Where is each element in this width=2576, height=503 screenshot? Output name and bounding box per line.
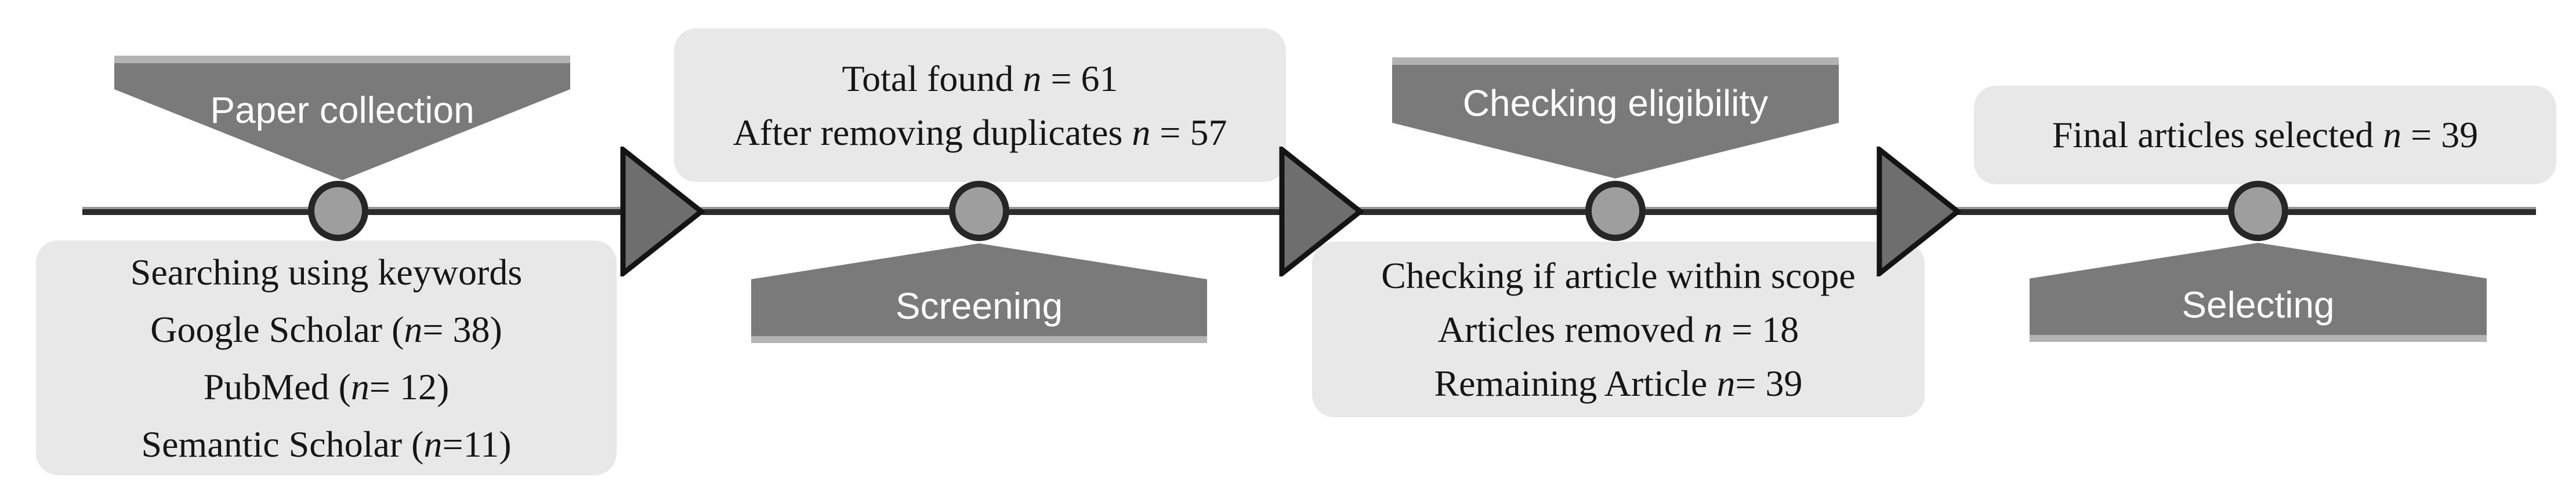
note-line: Semantic Scholar (n=11) — [141, 423, 512, 465]
timeline-node-checking-eligibility — [1585, 181, 1646, 241]
note-line: Checking if article within scope — [1381, 255, 1856, 296]
note-line: Google Scholar (n= 38) — [150, 308, 502, 350]
banner-label: Checking eligibility — [1462, 82, 1769, 124]
banner-paper-collection: Paper collection — [114, 56, 570, 180]
banner-checking-eligibility: Checking eligibility — [1392, 57, 1839, 178]
note-line: Searching using keywords — [130, 251, 523, 293]
note-selecting: Final articles selected n = 39 — [1974, 86, 2556, 184]
timeline-node-selecting — [2228, 181, 2288, 241]
right-arrow-icon — [1279, 147, 1364, 276]
note-line: PubMed (n= 12) — [203, 366, 450, 407]
banner-label: Selecting — [2182, 284, 2335, 326]
timeline-node-screening — [949, 181, 1009, 241]
banner-bevel — [1392, 57, 1839, 65]
note-screening: Total found n = 61 After removing duplic… — [674, 28, 1286, 182]
timeline-node-paper-collection — [308, 181, 368, 241]
banner-bevel — [751, 336, 1207, 343]
banner-bevel — [114, 56, 570, 63]
note-line: Total found n = 61 — [842, 57, 1118, 99]
note-line: Articles removed n = 18 — [1437, 309, 1799, 350]
note-line: After removing duplicates n = 57 — [733, 111, 1227, 153]
banner-label: Paper collection — [210, 89, 474, 131]
right-arrow-icon — [620, 147, 705, 276]
right-arrow-icon — [1876, 147, 1961, 276]
banner-bevel — [2030, 335, 2487, 342]
banner-label: Screening — [895, 285, 1063, 327]
note-checking-eligibility: Checking if article within scope Article… — [1312, 242, 1925, 417]
note-paper-collection: Searching using keywords Google Scholar … — [36, 240, 617, 475]
note-line: Remaining Article n= 39 — [1434, 363, 1803, 404]
note-line: Final articles selected n = 39 — [2052, 114, 2479, 155]
banner-selecting: Selecting — [2030, 243, 2487, 342]
banner-screening: Screening — [751, 243, 1207, 343]
